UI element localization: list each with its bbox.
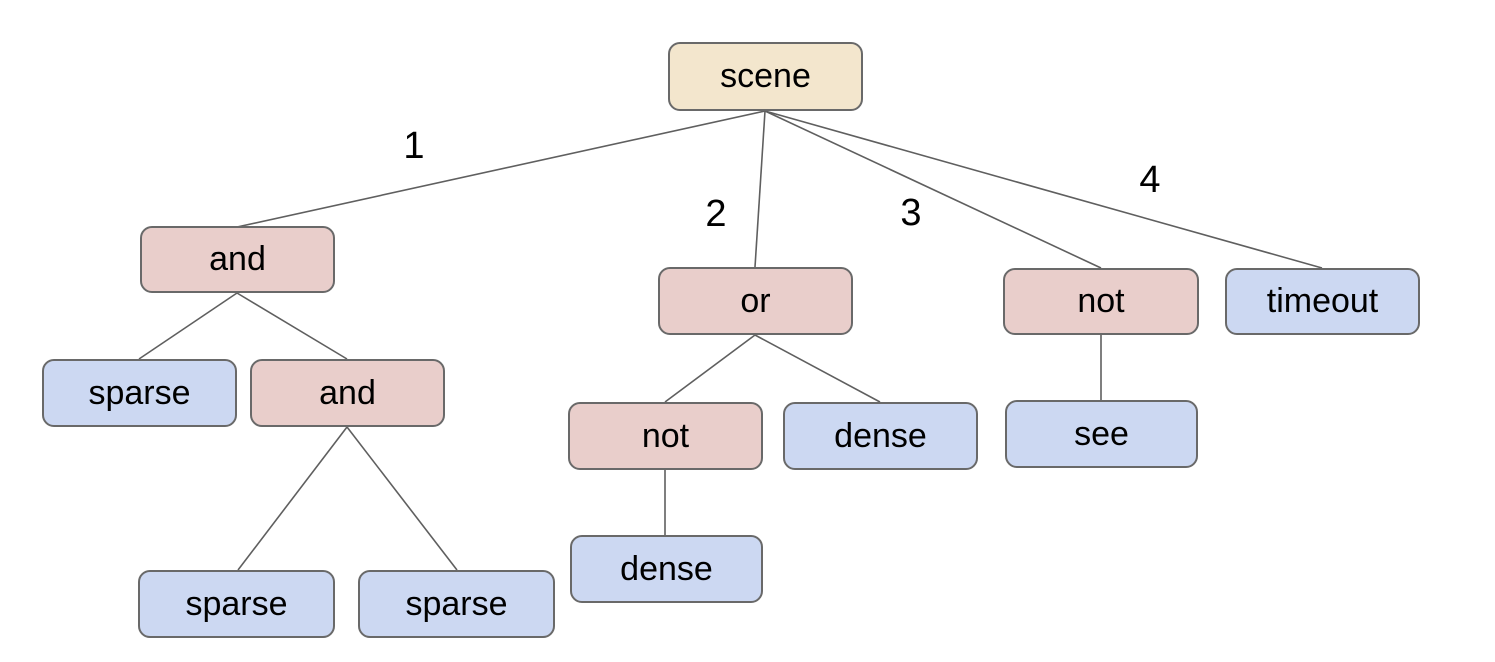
node-see-1: see	[1005, 400, 1198, 468]
node-timeout-1: timeout	[1225, 268, 1420, 335]
edge-line-and-2-sparse-2	[237, 426, 348, 571]
edge-line-scene-not-1	[764, 110, 1102, 269]
node-dense-2: dense	[570, 535, 763, 603]
node-and-2: and	[250, 359, 445, 427]
node-and-1: and	[140, 226, 335, 293]
edge-line-scene-or-1	[754, 110, 766, 268]
edge-line-or-1-dense-1	[754, 334, 881, 403]
edge-line-scene-and-1	[236, 110, 766, 228]
edge-line-or-1-not-2	[664, 334, 756, 403]
node-not-1: not	[1003, 268, 1199, 335]
node-sparse-3: sparse	[358, 570, 555, 638]
edge-line-and-2-sparse-3	[346, 426, 458, 571]
node-scene: scene	[668, 42, 863, 111]
node-sparse-1: sparse	[42, 359, 237, 427]
edge-line-and-1-and-2	[236, 292, 348, 360]
node-dense-1: dense	[783, 402, 978, 470]
edge-label-1: 1	[403, 125, 425, 167]
edge-label-4: 4	[1139, 159, 1161, 201]
edge-line-and-1-sparse-1	[138, 292, 238, 360]
edge-line-scene-timeout-1	[764, 110, 1323, 269]
node-not-2: not	[568, 402, 763, 470]
node-sparse-2: sparse	[138, 570, 335, 638]
edge-label-2: 2	[705, 193, 727, 235]
node-or-1: or	[658, 267, 853, 335]
edge-label-3: 3	[900, 192, 922, 234]
